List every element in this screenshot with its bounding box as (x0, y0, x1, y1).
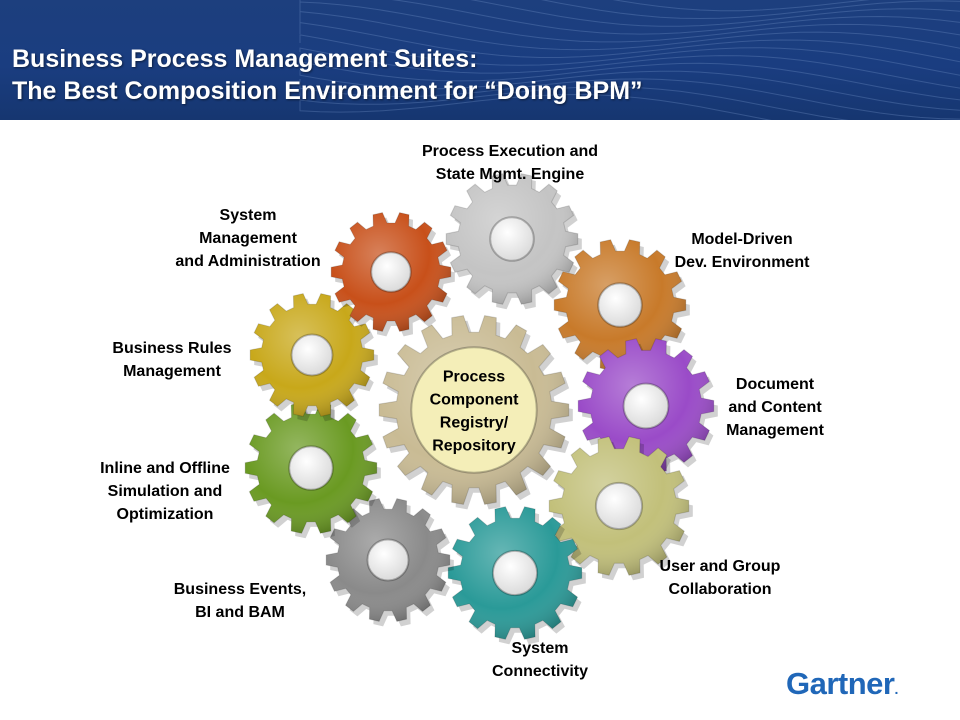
registry-label-line: Component (430, 392, 520, 409)
gartner-logo: Gartner. (786, 664, 898, 704)
process-execution-gear (445, 173, 582, 310)
document-content-gear-hub (622, 382, 670, 430)
registry-label-line: Registry/ (440, 415, 509, 432)
document-content-gear (577, 338, 718, 479)
registry-label-line: Repository (432, 438, 516, 455)
system-management-gear (330, 212, 455, 337)
simulation-optimization-label-line: Optimization (116, 506, 214, 523)
business-events-label-line: BI and BAM (195, 604, 285, 621)
business-rules-label-line: Business Rules (112, 340, 232, 357)
user-group-collaboration-gear (548, 436, 693, 581)
document-content-label-line: Management (726, 422, 824, 439)
banner-wave-pattern (299, 0, 960, 120)
business-events-gear-hub (366, 538, 410, 582)
document-content-label-line: Document (735, 376, 815, 393)
simulation-optimization-label-line: Inline and Offline (100, 460, 230, 477)
process-execution-label-line: Process Execution and (421, 143, 599, 160)
logo-mark: . (894, 681, 898, 697)
simulation-optimization-label-line: Simulation and (107, 483, 223, 500)
user-group-collaboration-gear-hub (594, 481, 644, 531)
user-group-collaboration-label-line: User and Group (659, 558, 781, 575)
system-connectivity-gear-hub (491, 549, 539, 597)
system-connectivity-gear (447, 506, 586, 645)
model-driven-label-line: Model-Driven (691, 231, 793, 248)
model-driven-gear (553, 239, 690, 376)
title-line-2: The Best Composition Environment for “Do… (12, 77, 643, 105)
process-execution-gear-hub (489, 216, 535, 262)
simulation-optimization-gear-hub (288, 445, 334, 491)
business-rules-gear-hub (290, 333, 334, 377)
business-events-label-line: Business Events, (173, 581, 307, 598)
logo-text: Gartner (786, 666, 895, 701)
registry-gear-hub (410, 346, 538, 474)
system-management-gear-hub (370, 251, 412, 293)
system-management-label-line: System (219, 207, 277, 224)
document-content-label-line: and Content (728, 399, 822, 416)
title-line-1: Business Process Management Suites: (12, 45, 478, 73)
registry-label-line: Process (443, 369, 505, 386)
simulation-optimization-gear (244, 402, 381, 539)
business-rules-label-line: Management (123, 363, 221, 380)
model-driven-label-line: Dev. Environment (674, 254, 810, 271)
system-management-label-line: Management (199, 230, 297, 247)
business-rules-gear (249, 293, 378, 422)
system-management-label-line: and Administration (175, 253, 321, 270)
system-connectivity-label-line: Connectivity (491, 663, 589, 680)
system-connectivity-label-line: System (511, 640, 569, 657)
business-events-label: Business Events, BI and BAM (174, 578, 307, 624)
model-driven-gear-hub (597, 282, 643, 328)
title-banner: Business Process Management Suites: The … (0, 0, 960, 120)
process-execution-label-line: State Mgmt. Engine (435, 166, 585, 183)
registry-gear (378, 315, 573, 510)
user-group-collaboration-label-line: Collaboration (668, 581, 772, 598)
business-events-gear (325, 498, 454, 627)
